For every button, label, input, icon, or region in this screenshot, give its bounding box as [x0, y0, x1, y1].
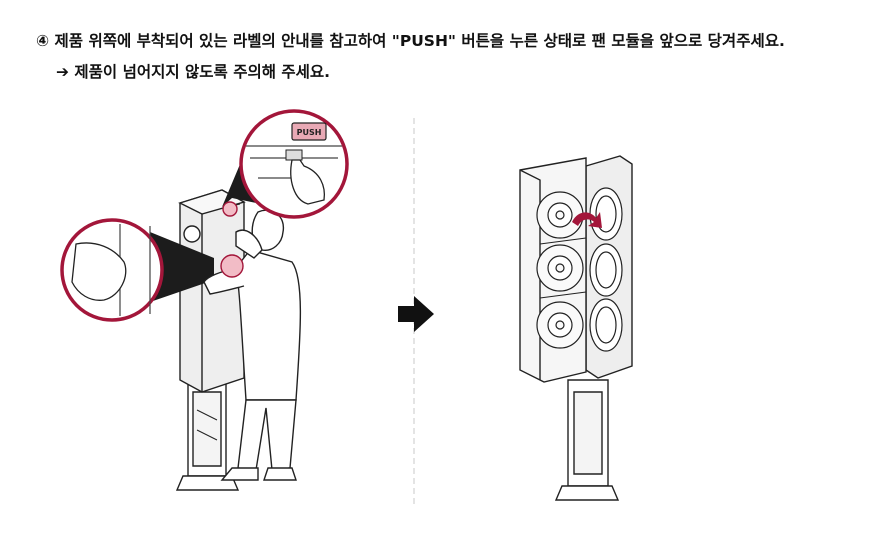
push-highlight — [222, 201, 238, 217]
grip-highlight — [220, 254, 244, 278]
instruction-note-text: 제품이 넘어지지 않도록 주의해 주세요. — [74, 63, 331, 81]
callout-beam-side — [150, 232, 214, 302]
appliance-open — [519, 155, 633, 501]
zoom-callout-grip — [60, 218, 164, 322]
pull-direction-arrow-icon — [572, 212, 602, 228]
note-arrow-icon: ➔ — [56, 63, 69, 81]
appliance-closed — [175, 189, 246, 491]
instruction-block: ④ 제품 위쪽에 부착되어 있는 라벨의 안내를 참고하여 "PUSH" 버튼을… — [36, 30, 876, 83]
person-figure — [203, 209, 302, 481]
step-marker: ④ — [36, 32, 50, 50]
push-label-text: PUSH — [297, 128, 322, 137]
instruction-main-text: 제품 위쪽에 부착되어 있는 라벨의 안내를 참고하여 "PUSH" 버튼을 누… — [54, 32, 785, 50]
zoom-callout-push: PUSH — [239, 109, 349, 219]
instruction-note-line: ➔ 제품이 넘어지지 않도록 주의해 주세요. — [36, 61, 876, 83]
next-step-arrow-icon — [398, 296, 434, 332]
instruction-main-line: ④ 제품 위쪽에 부착되어 있는 라벨의 안내를 참고하여 "PUSH" 버튼을… — [36, 30, 876, 52]
